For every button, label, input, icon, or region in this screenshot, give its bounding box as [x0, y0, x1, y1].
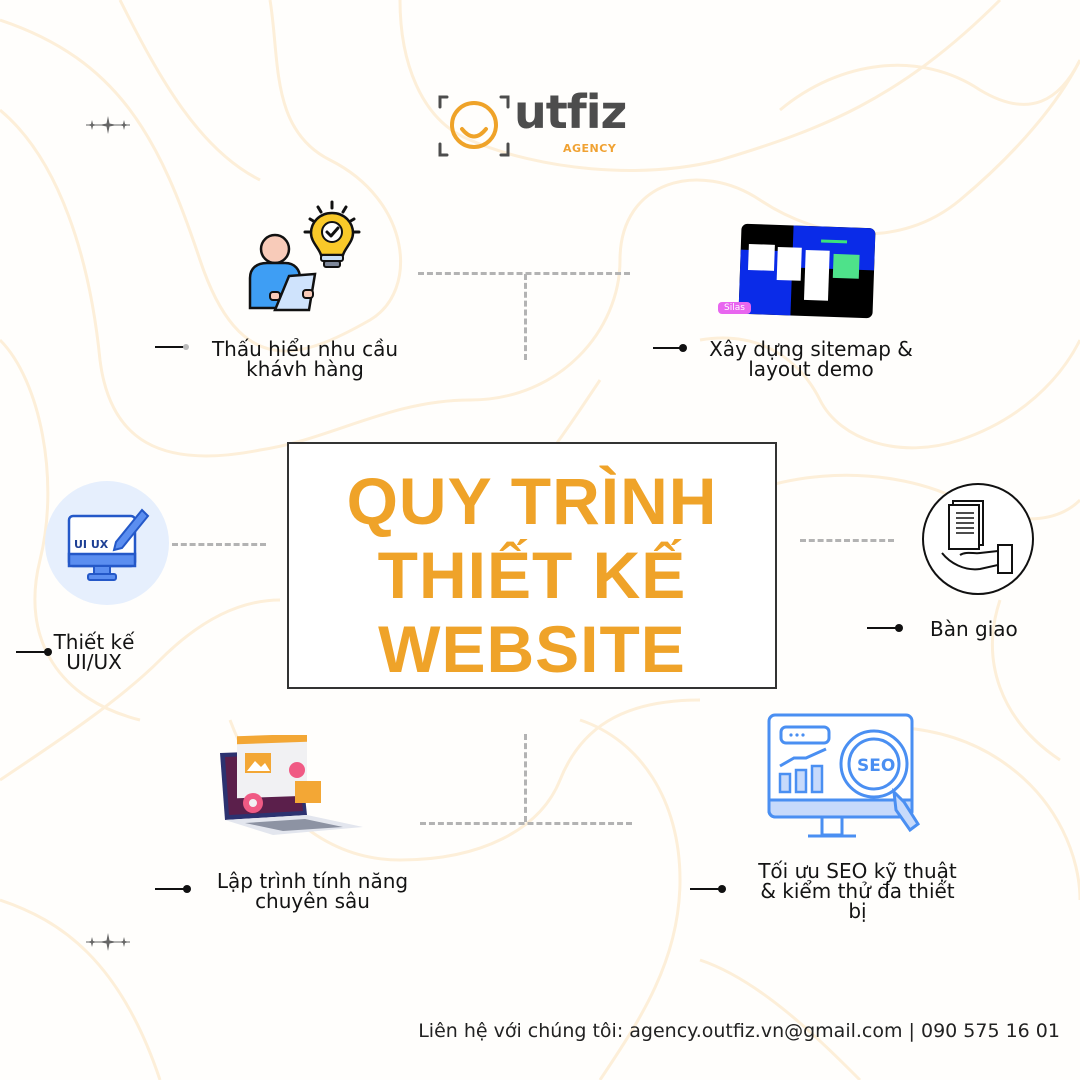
sparkle-decoration-bottom	[84, 932, 132, 956]
title-line-1: QUY TRÌNH	[346, 464, 718, 538]
step-bullet	[653, 344, 687, 352]
title-line-2: THIẾT KẾ	[377, 538, 687, 612]
step-bullet	[155, 885, 191, 893]
step-label: Bàn giao	[930, 619, 1040, 639]
step-label-line: Lập trình tính năng	[216, 869, 409, 893]
step-label-line: UI/UX	[66, 650, 122, 674]
step-bullet	[16, 648, 52, 656]
step-label-line: Bàn giao	[930, 617, 1018, 641]
sparkle-decoration-top	[84, 115, 132, 139]
sparkle-icon	[86, 116, 130, 134]
step-bullet	[690, 885, 726, 893]
step-label: Thấu hiểu nhu cầu khávh hàng	[190, 339, 420, 379]
outfiz-smile-logo-icon	[438, 95, 510, 157]
step-label-line: Xây dựng sitemap &	[709, 337, 913, 361]
step-label: Tối ưu SEO kỹ thuật & kiểm thử đa thiết …	[725, 861, 990, 921]
step-label-line: chuyên sâu	[255, 889, 370, 913]
step-label-line: khávh hàng	[246, 357, 364, 381]
handover-document-icon	[922, 483, 1034, 595]
connector-left	[172, 543, 266, 546]
ui-ux-monitor-icon: UI UX	[67, 508, 150, 581]
sparkle-icon	[86, 933, 130, 951]
step-label-line: bị	[848, 899, 867, 923]
connector-bottom	[420, 822, 632, 825]
brand-tagline: AGENCY	[563, 142, 617, 155]
step-label-line: Thiết kế	[53, 630, 135, 654]
connector-right	[800, 539, 894, 542]
person-idea-icon	[248, 200, 361, 312]
step-label: Xây dựng sitemap & layout demo	[686, 339, 936, 379]
contact-footer: Liên hệ với chúng tôi: agency.outfiz.vn@…	[418, 1020, 1060, 1042]
sitemap-layout-icon	[738, 223, 876, 319]
step-label: Lập trình tính năng chuyên sâu	[190, 871, 435, 911]
laptop-coding-icon	[220, 735, 363, 835]
connector-top-vertical	[524, 274, 527, 360]
step-label: Thiết kế UI/UX	[52, 632, 136, 672]
cursor-badge: Silas	[718, 302, 751, 314]
brand-name: utfiz	[514, 85, 627, 139]
svg-text:SEO: SEO	[857, 756, 895, 776]
connector-top	[418, 272, 630, 275]
step-label-line: Thấu hiểu nhu cầu	[211, 337, 399, 361]
svg-text:UI UX: UI UX	[74, 538, 109, 551]
step-label-line: & kiểm thử đa thiết	[760, 879, 955, 903]
step-bullet	[867, 624, 903, 632]
connector-bottom-vertical	[524, 734, 527, 822]
step-label-line: layout demo	[748, 357, 874, 381]
seo-monitor-icon: SEO	[767, 713, 921, 838]
step-bullet	[155, 344, 189, 350]
title-line-3: WEBSITE	[378, 612, 686, 686]
step-label-line: Tối ưu SEO kỹ thuật	[758, 859, 957, 883]
title-box: QUY TRÌNH THIẾT KẾ WEBSITE	[287, 442, 777, 689]
